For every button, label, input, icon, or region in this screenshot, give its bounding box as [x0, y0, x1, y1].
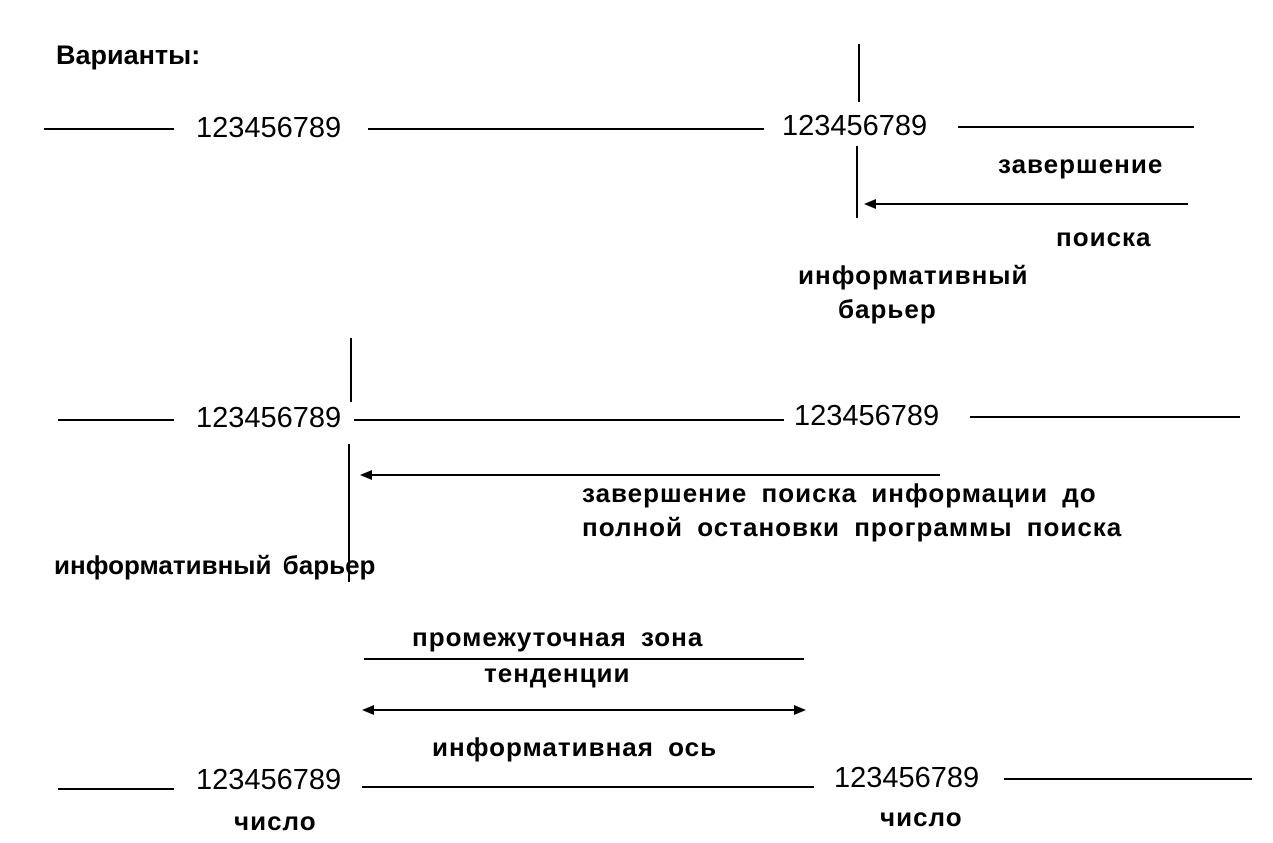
v3-axis-double-arrow [362, 705, 806, 715]
v1-barrier-line-bottom [856, 146, 858, 218]
v2-completion-label-line2: полной остановки программы поиска [582, 512, 1123, 542]
v3-zone-label-line1: промежуточная зона [412, 622, 704, 652]
v1-completion-label-line1: завершение [998, 149, 1164, 179]
v1-number-left: 123456789 [196, 112, 342, 144]
v1-number-line-right [958, 126, 1194, 128]
v2-barrier-line-bottom [348, 444, 350, 582]
v2-barrier-line-top [350, 338, 352, 402]
v3-axis-label: информативная ось [432, 732, 718, 762]
v3-number-line-left [58, 788, 174, 790]
v1-barrier-label-line1: информативный [798, 260, 1029, 290]
v2-number-line-right [970, 416, 1240, 418]
v1-number-right: 123456789 [782, 110, 928, 142]
v3-number-left-caption: число [234, 806, 317, 836]
v1-completion-label-line2: поиска [1056, 222, 1152, 252]
v3-number-line-right [1004, 778, 1252, 780]
v3-zone-label-line2: тенденции [484, 658, 631, 688]
v1-barrier-label-line2: барьер [838, 294, 937, 324]
v3-number-line-middle [362, 786, 814, 788]
v2-completion-arrow [360, 470, 940, 480]
v1-barrier-line-top [858, 44, 860, 102]
v1-number-line-middle [368, 128, 764, 130]
v3-number-right-caption: число [880, 802, 963, 832]
v3-zone-underline [364, 658, 804, 660]
v2-number-line-left [58, 419, 174, 421]
v2-barrier-label: информативный барьер [54, 550, 376, 580]
v2-completion-label-line1: завершение поиска информации до [582, 478, 1097, 508]
diagram-header: Варианты: [56, 40, 201, 70]
v3-number-right: 123456789 [834, 762, 980, 794]
v1-number-line-left [44, 128, 174, 130]
v2-number-line-middle [354, 419, 784, 421]
v2-number-right: 123456789 [794, 400, 940, 432]
v2-number-left: 123456789 [196, 402, 342, 434]
v3-number-left: 123456789 [196, 764, 342, 796]
v1-completion-arrow [864, 199, 1188, 209]
